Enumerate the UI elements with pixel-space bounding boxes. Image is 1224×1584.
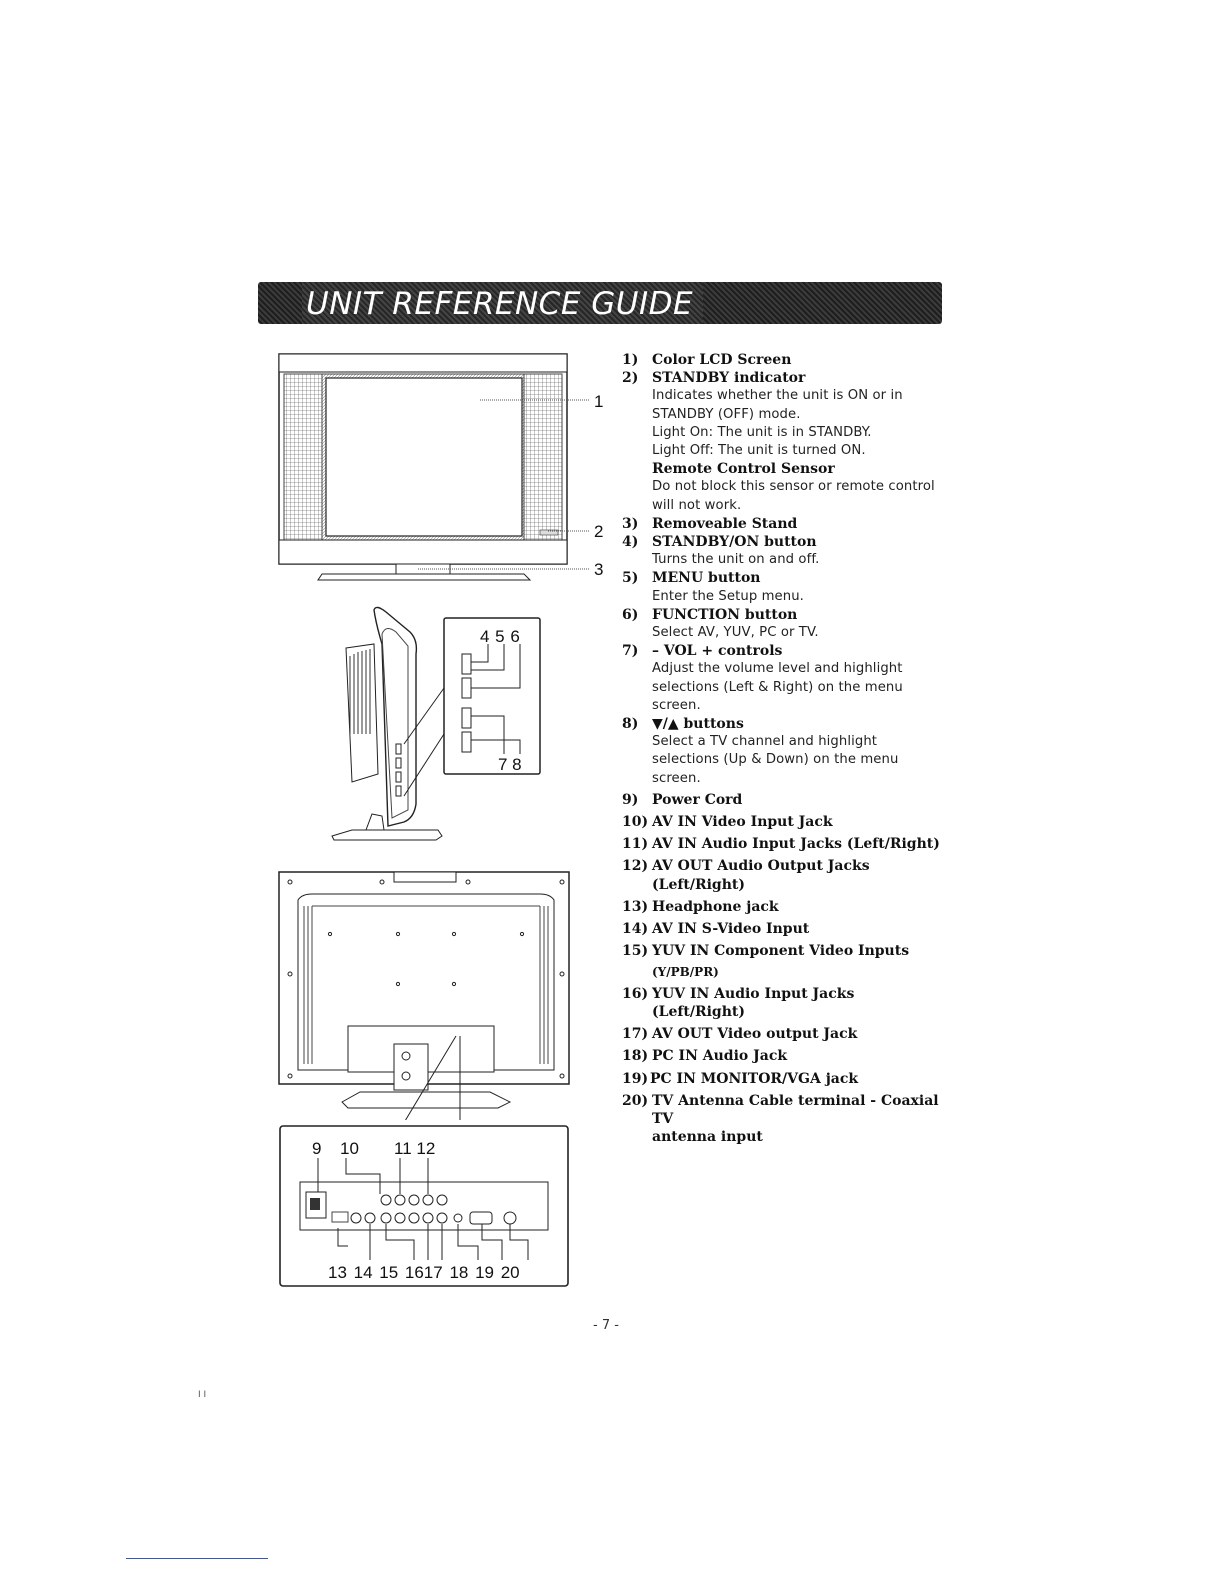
item-number: 1) (622, 352, 639, 368)
reference-list: 1) Color LCD Screen 2) STANDBY indicator… (622, 351, 942, 1146)
list-item-12: 12) AV OUT Audio Output Jacks (Left/Righ… (622, 857, 942, 893)
margin-marks: I I (198, 1390, 207, 1400)
item-desc: STANDBY (OFF) mode. (652, 406, 801, 422)
callout-10: 10 (340, 1139, 359, 1158)
list-item-6: 6) FUNCTION button Select AV, YUV, PC or… (622, 606, 942, 642)
list-item-18: 18) PC IN Audio Jack (622, 1047, 942, 1065)
item-desc: Enter the Setup menu. (652, 588, 804, 604)
item-label: ▼/▲ buttons (652, 716, 744, 733)
item-label: Removeable Stand (652, 515, 798, 532)
list-item-20: 20) TV Antenna Cable terminal - Coaxial … (622, 1092, 942, 1147)
item-desc: Light Off: The unit is turned ON. (652, 443, 866, 459)
item-label: STANDBY indicator (652, 370, 806, 387)
list-item-7: 7) – VOL + controls Adjust the volume le… (622, 642, 942, 715)
callout-2: 2 (594, 522, 603, 541)
item-label: YUV IN Audio Input Jacks (Left/Right) (652, 985, 855, 1020)
item-label: – VOL + controls (652, 643, 783, 660)
list-item-9: 9) Power Cord (622, 791, 942, 809)
connector-panel-diagram: 9 10 11 12 13 14 15 1617 18 19 20 (279, 1125, 569, 1287)
footer-rule (126, 1558, 268, 1559)
callout-9: 9 (312, 1139, 321, 1158)
list-item-15: 15) YUV IN Component Video Inputs (Y/PB/… (622, 942, 942, 980)
list-item-13: 13) Headphone jack (622, 898, 942, 916)
item-sublabel: Remote Control Sensor (652, 461, 835, 478)
item-label: Color LCD Screen (652, 352, 792, 368)
item-number: 8) (622, 716, 639, 733)
item-desc: Select AV, YUV, PC or TV. (652, 625, 819, 641)
item-desc: Indicates whether the unit is ON or in (652, 388, 903, 404)
item-desc: Select a TV channel and highlight (652, 734, 878, 750)
item-desc: selections (Left & Right) on the menu (652, 679, 903, 695)
page-title: UNIT REFERENCE GUIDE (302, 282, 704, 324)
item-number: 5) (622, 570, 639, 587)
item-desc: screen. (652, 770, 701, 786)
item-number: 10) (622, 814, 649, 831)
callout-13-20: 13 14 15 1617 18 19 20 (328, 1263, 520, 1282)
item-desc: Light On: The unit is in STANDBY. (652, 424, 872, 440)
item-number: 11) (622, 836, 649, 853)
item-desc: screen. (652, 697, 701, 713)
item-number: 4) (622, 534, 639, 551)
list-item-2: 2) STANDBY indicator Indicates whether t… (622, 369, 942, 515)
item-number: 20) (622, 1092, 649, 1109)
list-item-5: 5) MENU button Enter the Setup menu. (622, 569, 942, 605)
list-item-19: 19) PC IN MONITOR/VGA jack (622, 1070, 942, 1088)
tv-side-diagram: 4 5 6 7 8 (331, 606, 541, 841)
item-label: AV OUT Audio Output Jacks (Left/Right) (652, 858, 870, 893)
list-item-1: 1) Color LCD Screen (622, 351, 942, 369)
list-item-8: 8) ▼/▲ buttons Select a TV channel and h… (622, 715, 942, 788)
item-label: STANDBY/ON button (652, 534, 817, 551)
item-number: 15) (622, 943, 649, 960)
item-desc: selections (Up & Down) on the menu (652, 752, 899, 768)
callout-3: 3 (594, 560, 603, 579)
item-number: 12) (622, 858, 649, 875)
item-label: AV IN S-Video Input (652, 921, 810, 938)
item-number: 19) (622, 1070, 649, 1087)
item-number: 13) (622, 898, 649, 915)
item-label: YUV IN Component Video Inputs (652, 943, 910, 960)
item-label: TV Antenna Cable terminal - Coaxial TV (652, 1092, 939, 1127)
page-number: - 7 - (593, 1318, 619, 1333)
item-desc: Adjust the volume level and highlight (652, 661, 903, 677)
item-number: 18) (622, 1048, 649, 1065)
item-label: PC IN MONITOR/VGA jack (650, 1070, 859, 1087)
item-label: AV OUT Video output Jack (652, 1026, 858, 1043)
list-item-11: 11) AV IN Audio Input Jacks (Left/Right) (622, 835, 942, 853)
item-label: PC IN Audio Jack (652, 1048, 788, 1065)
item-number: 6) (622, 606, 639, 623)
item-number: 9) (622, 791, 639, 808)
callout-1: 1 (594, 392, 603, 411)
list-item-3: 3) Removeable Stand (622, 515, 942, 533)
callout-7-8: 7 8 (498, 755, 522, 774)
item-label: AV IN Video Input Jack (652, 814, 833, 831)
tv-back-diagram (278, 871, 570, 1120)
item-number: 17) (622, 1026, 649, 1043)
list-item-14: 14) AV IN S-Video Input (622, 920, 942, 938)
item-number: 16) (622, 985, 649, 1002)
item-desc: will not work. (652, 497, 742, 513)
item-number: 2) (622, 370, 639, 387)
tv-front-diagram: 1 2 3 (278, 353, 603, 581)
item-label: AV IN Audio Input Jacks (Left/Right) (652, 836, 940, 853)
list-item-17: 17) AV OUT Video output Jack (622, 1025, 942, 1043)
item-desc: Do not block this sensor or remote contr… (652, 479, 935, 495)
item-number: 7) (622, 643, 639, 660)
item-label: MENU button (652, 570, 761, 587)
callout-4-5-6: 4 5 6 (480, 627, 520, 646)
item-desc: Turns the unit on and off. (652, 552, 820, 568)
item-number: 3) (622, 515, 639, 532)
list-item-10: 10) AV IN Video Input Jack (622, 813, 942, 831)
callout-11-12: 11 12 (394, 1139, 435, 1158)
item-label-cont: (Y/PB/PR) (652, 964, 719, 979)
item-label: FUNCTION button (652, 606, 798, 623)
item-label: Power Cord (652, 791, 743, 808)
list-item-16: 16) YUV IN Audio Input Jacks (Left/Right… (622, 985, 942, 1021)
item-label: Headphone jack (652, 898, 779, 915)
item-label-cont: antenna input (652, 1129, 763, 1146)
list-item-4: 4) STANDBY/ON button Turns the unit on a… (622, 533, 942, 569)
item-number: 14) (622, 921, 649, 938)
